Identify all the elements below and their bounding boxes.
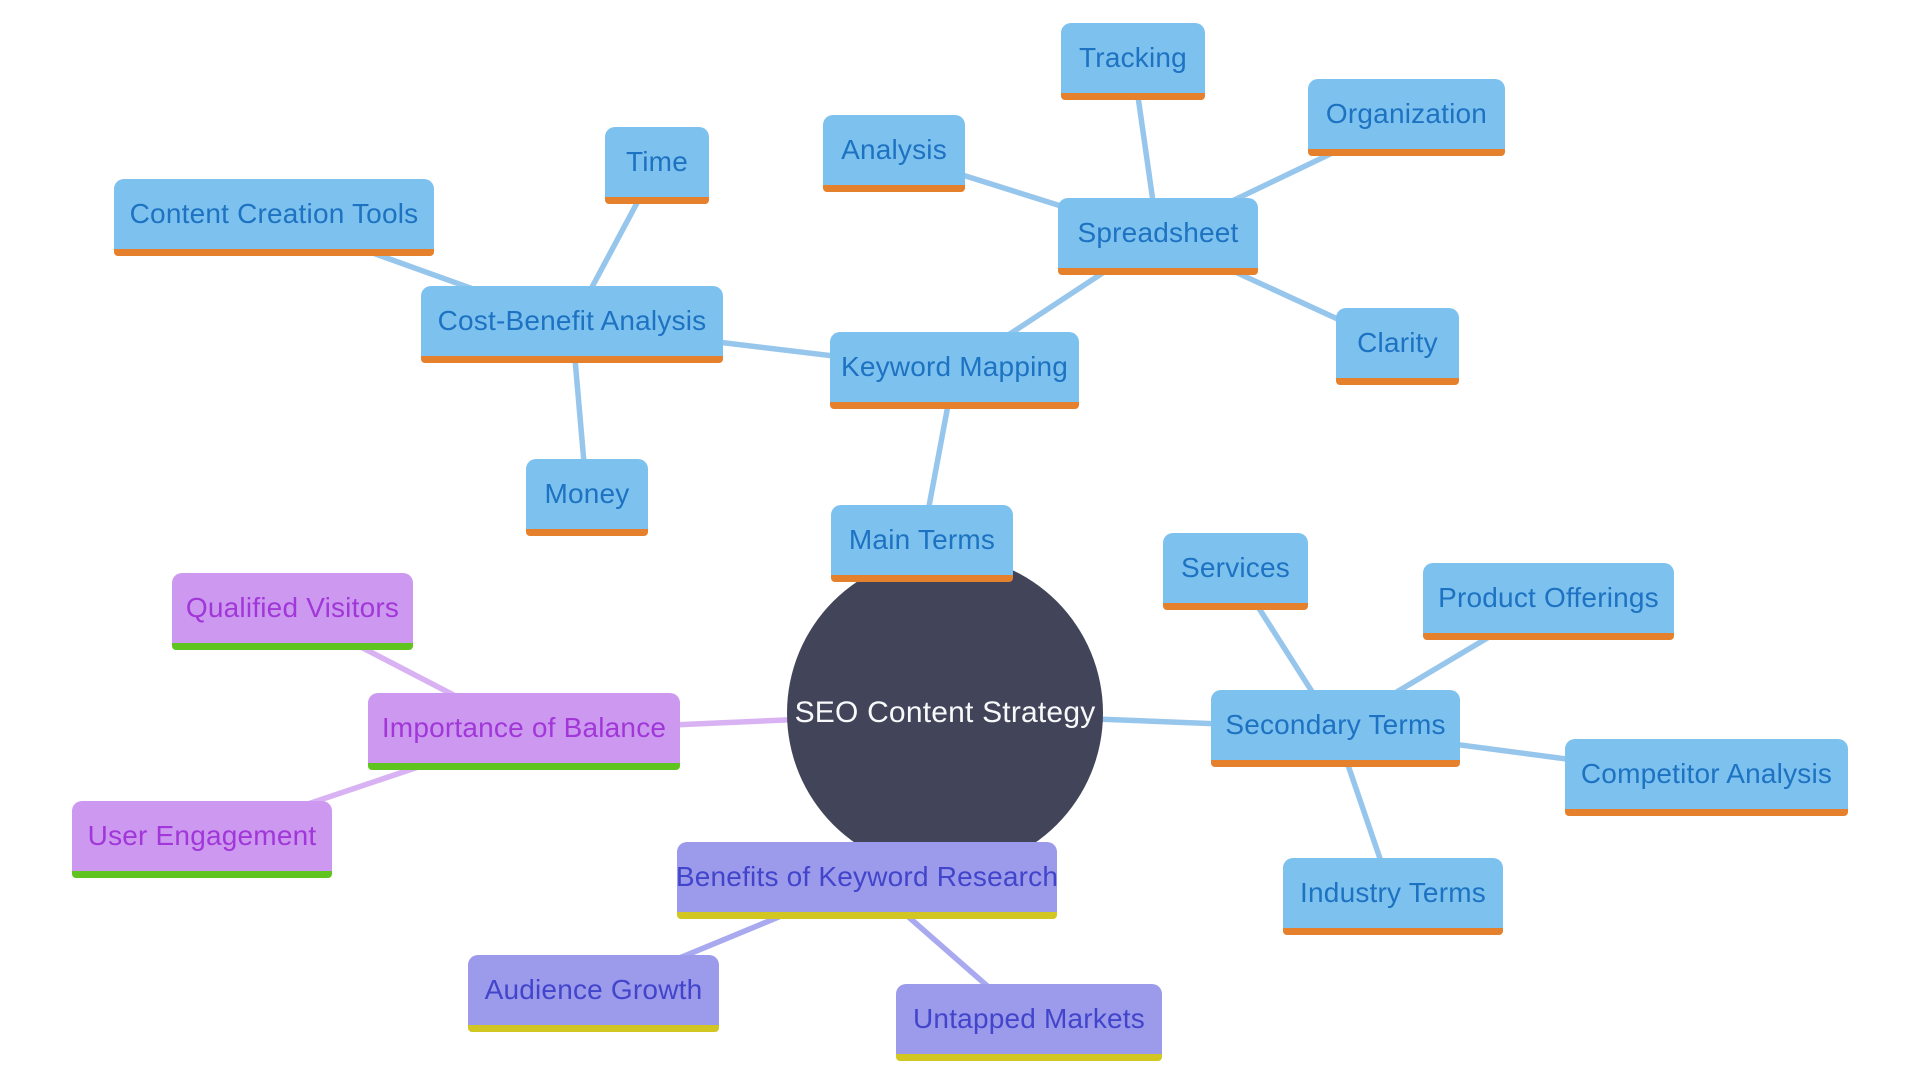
node-user-engagement[interactable]: User Engagement <box>72 801 332 878</box>
node-untapped-markets[interactable]: Untapped Markets <box>896 984 1162 1061</box>
node-label: Benefits of Keyword Research <box>675 861 1059 892</box>
node-label: Keyword Mapping <box>840 351 1069 382</box>
node-product-offerings[interactable]: Product Offerings <box>1423 563 1674 640</box>
node-label: Main Terms <box>848 524 996 555</box>
node-content-creation-tools[interactable]: Content Creation Tools <box>114 179 434 256</box>
central-topic-label: SEO Content Strategy <box>794 696 1096 729</box>
node-label: Tracking <box>1079 42 1187 73</box>
node-main-terms[interactable]: Main Terms <box>831 505 1013 582</box>
node-analysis[interactable]: Analysis <box>823 115 965 192</box>
node-label: Secondary Terms <box>1225 709 1446 740</box>
node-keyword-mapping[interactable]: Keyword Mapping <box>830 332 1079 409</box>
node-label: Competitor Analysis <box>1580 758 1833 789</box>
node-label: Time <box>626 146 688 177</box>
node-label: Untapped Markets <box>913 1003 1145 1034</box>
node-money[interactable]: Money <box>526 459 648 536</box>
node-label: Spreadsheet <box>1077 217 1239 248</box>
node-label: Audience Growth <box>484 974 703 1005</box>
node-label: Analysis <box>841 134 947 165</box>
node-label: Clarity <box>1357 327 1438 358</box>
node-importance-of-balance[interactable]: Importance of Balance <box>368 693 680 770</box>
node-label: User Engagement <box>87 820 317 851</box>
node-label: Industry Terms <box>1300 877 1486 908</box>
node-cost-benefit-analysis[interactable]: Cost-Benefit Analysis <box>421 286 723 363</box>
node-label: Organization <box>1325 98 1488 129</box>
node-clarity[interactable]: Clarity <box>1336 308 1459 385</box>
node-services[interactable]: Services <box>1163 533 1308 610</box>
node-tracking[interactable]: Tracking <box>1061 23 1205 100</box>
node-secondary-terms[interactable]: Secondary Terms <box>1211 690 1460 767</box>
node-label: Qualified Visitors <box>185 592 400 623</box>
node-label: Money <box>544 478 630 509</box>
node-industry-terms[interactable]: Industry Terms <box>1283 858 1503 935</box>
node-label: Product Offerings <box>1438 582 1659 613</box>
node-label: Content Creation Tools <box>129 198 419 229</box>
node-label: Services <box>1181 552 1290 583</box>
node-label: Importance of Balance <box>381 712 667 743</box>
node-competitor-analysis[interactable]: Competitor Analysis <box>1565 739 1848 816</box>
node-benefits-of-keyword-research[interactable]: Benefits of Keyword Research <box>675 842 1059 919</box>
node-label: Cost-Benefit Analysis <box>437 305 707 336</box>
central-topic-node[interactable]: SEO Content Strategy <box>787 555 1103 871</box>
node-organization[interactable]: Organization <box>1308 79 1505 156</box>
node-time[interactable]: Time <box>605 127 709 204</box>
node-qualified-visitors[interactable]: Qualified Visitors <box>172 573 413 650</box>
node-spreadsheet[interactable]: Spreadsheet <box>1058 198 1258 275</box>
node-audience-growth[interactable]: Audience Growth <box>468 955 719 1032</box>
